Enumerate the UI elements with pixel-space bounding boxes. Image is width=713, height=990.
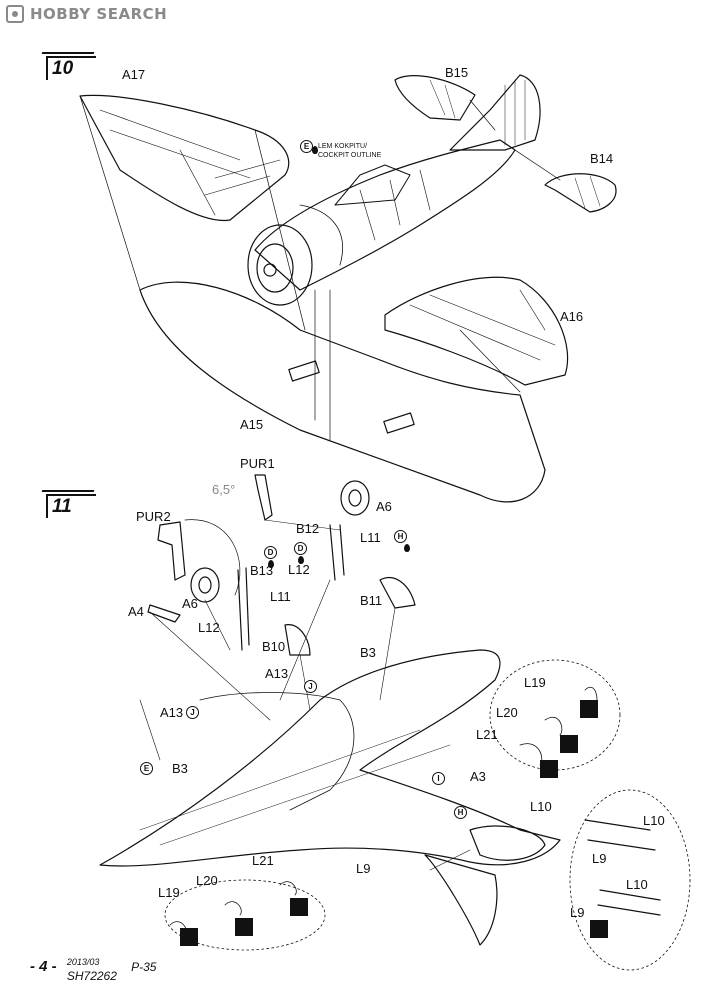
hobby-search-watermark: HOBBY SEARCH	[6, 4, 167, 24]
label-a13-left: A13	[160, 705, 184, 720]
label-b13: B13	[250, 563, 274, 578]
step-10-marker: 10	[46, 56, 96, 82]
label-pur2: PUR2	[136, 509, 171, 524]
label-l21-right: L21	[476, 727, 498, 742]
label-a17: A17	[122, 67, 146, 82]
label-a6-right: A6	[376, 499, 392, 514]
watermark-text: HOBBY SEARCH	[30, 5, 168, 23]
hobby-search-logo-icon	[6, 5, 24, 23]
label-l12-right: L12	[288, 562, 310, 577]
label-l9-bottom: L9	[570, 905, 585, 920]
label-l21-left: L21	[252, 853, 274, 868]
cover-b10	[284, 624, 311, 656]
tail-plane-lower	[469, 825, 546, 861]
main-wheel-right	[340, 480, 370, 516]
badge-h-right: H	[394, 530, 407, 543]
airframe-lower-view	[99, 649, 561, 867]
label-l20-right: L20	[496, 705, 518, 720]
label-b15: B15	[445, 65, 469, 80]
label-b11: B11	[360, 593, 383, 608]
callout-right	[489, 659, 621, 771]
vertical-tail	[449, 74, 541, 151]
label-l19-left: L19	[158, 885, 180, 900]
callout-left	[164, 879, 326, 951]
badge-e-left: E	[140, 762, 153, 775]
label-b10: B10	[262, 639, 286, 654]
badge-j-top: J	[304, 680, 317, 693]
engine-cowling	[247, 224, 313, 306]
label-a16: A16	[560, 309, 584, 324]
step-11-marker: 11	[46, 494, 96, 520]
label-b14: B14	[590, 151, 614, 166]
label-l11-left: L11	[270, 589, 291, 604]
label-b3-left: B3	[172, 761, 188, 776]
label-l10-bottom: L10	[626, 877, 648, 892]
label-a3: A3	[470, 769, 486, 784]
badge-j-left: J	[186, 706, 199, 719]
badge-d-right: D	[294, 542, 307, 555]
right-wing-a16	[384, 276, 569, 386]
label-b3-right: B3	[360, 645, 376, 660]
label-pur1: PUR1	[240, 456, 275, 471]
label-l20-left: L20	[196, 873, 218, 888]
badge-h-tail: H	[454, 806, 467, 819]
lower-wing-a15	[139, 281, 546, 503]
glue-drop-icon	[404, 544, 410, 552]
badge-i: I	[432, 772, 445, 785]
glue-drop-icon	[268, 560, 274, 568]
footer-date: 2013/03	[66, 957, 100, 967]
stabilizer-b14	[544, 173, 617, 213]
label-l19-right: L19	[524, 675, 546, 690]
badge-d-left: D	[264, 546, 277, 559]
label-l10-top: L10	[643, 813, 665, 828]
canopy	[334, 164, 411, 206]
footer-model: P-35	[131, 960, 157, 974]
main-wheel-left	[190, 567, 220, 603]
glue-drop-icon	[298, 556, 304, 564]
strut-right	[329, 524, 345, 581]
label-a4: A4	[128, 604, 144, 619]
label-angle: 6,5°	[212, 482, 236, 497]
page-footer: - 4 - 2013/03 SH72262 P-35	[30, 958, 156, 984]
label-a15: A15	[240, 417, 264, 432]
fuselage	[254, 139, 516, 291]
label-cockpit-1: LEM KOKPITU/	[318, 143, 368, 150]
label-l9-mid: L9	[592, 851, 607, 866]
footer-code: SH72262	[66, 969, 117, 983]
page-number: - 4 -	[30, 958, 57, 975]
label-cockpit-2: COCKPIT OUTLINE	[318, 152, 382, 159]
label-l12-left: L12	[198, 620, 220, 635]
label-a13-top: A13	[265, 666, 289, 681]
stabilizer-b15	[394, 75, 476, 121]
pur1-part	[254, 474, 273, 521]
left-wing-a17	[79, 94, 290, 222]
strut-left	[237, 567, 250, 651]
label-b12: B12	[296, 521, 320, 536]
pur2-part	[157, 521, 186, 581]
label-l10-left: L10	[530, 799, 552, 814]
label-l11-right: L11	[360, 530, 381, 545]
glue-drop-icon	[312, 146, 318, 154]
part-a4	[147, 604, 181, 623]
label-a6-left: A6	[182, 596, 198, 611]
cover-b11	[379, 577, 416, 609]
label-l9-tail: L9	[356, 861, 371, 876]
callout-l9-l10	[569, 789, 691, 971]
